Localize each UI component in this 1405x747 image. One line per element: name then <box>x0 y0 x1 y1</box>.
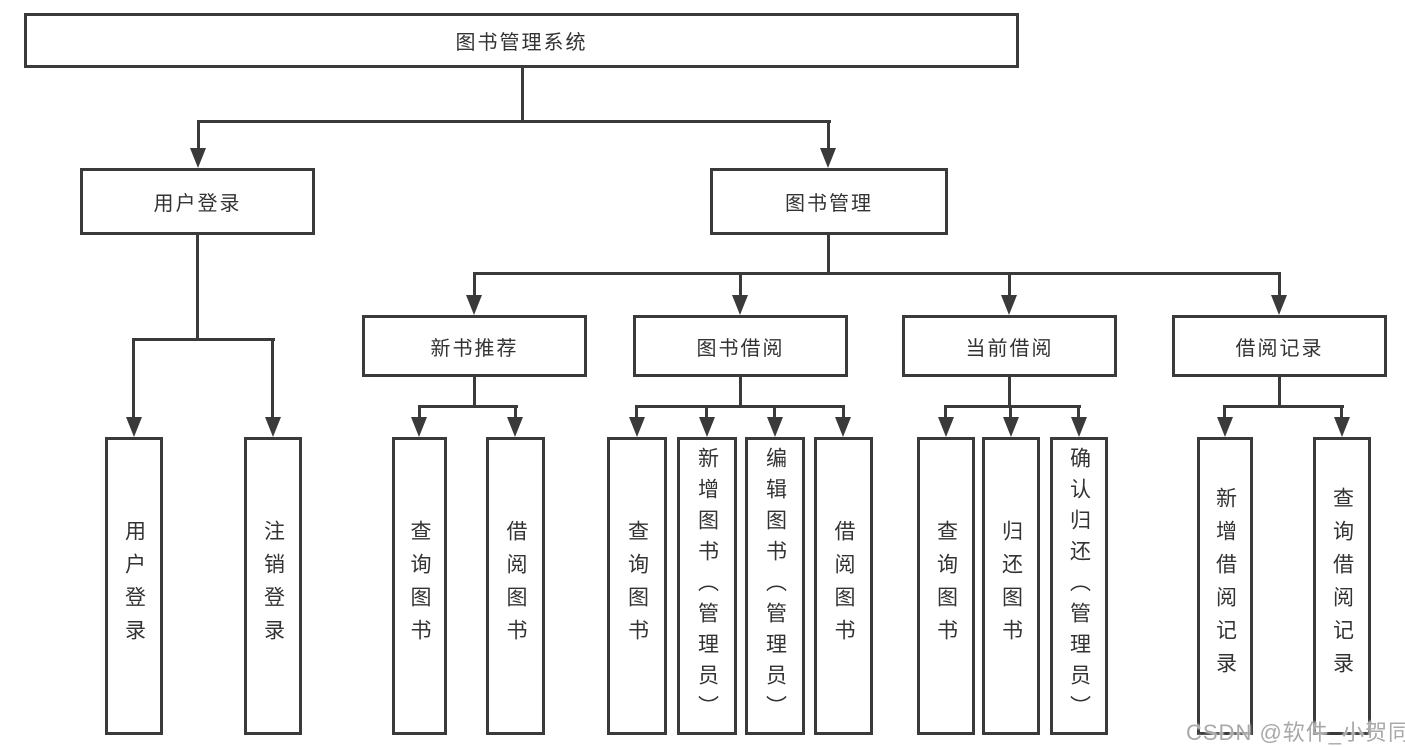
connector-bookmgmt-stub <box>827 235 830 274</box>
node-book-borrowing: 图书借阅 <box>633 315 848 377</box>
connector-userlogin-stub <box>196 235 199 338</box>
connector-sec0-stub <box>473 377 476 405</box>
connector-root-hline <box>197 120 831 123</box>
connector-sec2-hline <box>944 405 1081 408</box>
arrow-down-icon <box>507 417 523 437</box>
arrow-down-icon <box>190 148 206 168</box>
leaf-borrow-books-recommend: 借阅图书 <box>486 437 545 735</box>
connector-drop <box>197 120 200 148</box>
arrow-down-icon <box>1334 417 1350 437</box>
arrow-down-icon <box>767 417 783 437</box>
connector-drop <box>1008 272 1011 295</box>
connector-drop <box>1009 405 1012 417</box>
node-book-management: 图书管理 <box>710 168 948 235</box>
connector-drop <box>132 338 135 417</box>
arrow-down-icon <box>699 417 715 437</box>
leaf-label: 查询图书 <box>408 520 432 652</box>
node-current-borrowing: 当前借阅 <box>902 315 1117 377</box>
node-root: 图书管理系统 <box>24 13 1019 68</box>
arrow-down-icon <box>820 148 836 168</box>
connector-drop <box>271 338 274 417</box>
leaf-label: 借阅图书 <box>832 520 856 652</box>
connector-drop <box>1223 405 1226 417</box>
connector-drop <box>944 405 947 417</box>
arrow-down-icon <box>1001 295 1017 315</box>
connector-drop <box>705 405 708 417</box>
connector-drop <box>827 120 830 148</box>
connector-userlogin-hline <box>132 338 275 341</box>
arrow-down-icon <box>1217 417 1233 437</box>
leaf-label: 编辑图书（管理员） <box>763 446 787 726</box>
arrow-down-icon <box>1271 295 1287 315</box>
leaf-label: 注销登录 <box>261 520 285 652</box>
leaf-edit-book-admin: 编辑图书（管理员） <box>745 437 805 735</box>
connector-bookmgmt-hline <box>473 272 1281 275</box>
connector-sec1-stub <box>739 377 742 405</box>
connector-drop <box>1340 405 1343 417</box>
leaf-label: 确认归还（管理员） <box>1067 446 1091 726</box>
node-new-book-recommendation: 新书推荐 <box>362 315 587 377</box>
leaf-confirm-return-admin: 确认归还（管理员） <box>1050 437 1108 735</box>
leaf-query-books-recommend: 查询图书 <box>392 437 447 735</box>
connector-sec1-hline <box>635 405 845 408</box>
node-user-login: 用户登录 <box>80 168 315 235</box>
arrow-down-icon <box>1071 417 1087 437</box>
leaf-user-login: 用户登录 <box>105 437 163 735</box>
arrow-down-icon <box>938 417 954 437</box>
leaf-query-borrow-record: 查询借阅记录 <box>1313 437 1371 735</box>
leaf-add-borrow-record: 新增借阅记录 <box>1197 437 1253 735</box>
connector-sec3-stub <box>1278 377 1281 405</box>
connector-sec3-hline <box>1223 405 1344 408</box>
connector-drop <box>1278 272 1281 295</box>
connector-drop <box>473 272 476 295</box>
arrow-down-icon <box>265 417 281 437</box>
leaf-label: 查询图书 <box>625 520 649 652</box>
connector-drop <box>635 405 638 417</box>
csdn-watermark: CSDN @软件_小贺同学 <box>1186 720 1405 745</box>
leaf-label: 查询借阅记录 <box>1330 487 1354 685</box>
leaf-label: 新增借阅记录 <box>1213 487 1237 685</box>
leaf-logout: 注销登录 <box>244 437 302 735</box>
connector-sec2-stub <box>1008 377 1011 405</box>
connector-root-stub <box>521 68 524 120</box>
arrow-down-icon <box>466 295 482 315</box>
leaf-add-book-admin: 新增图书（管理员） <box>677 437 737 735</box>
leaf-borrow-books: 借阅图书 <box>814 437 873 735</box>
arrow-down-icon <box>126 417 142 437</box>
arrow-down-icon <box>411 417 427 437</box>
leaf-query-books-current: 查询图书 <box>917 437 975 735</box>
arrow-down-icon <box>732 295 748 315</box>
leaf-label: 新增图书（管理员） <box>695 446 719 726</box>
leaf-label: 归还图书 <box>999 520 1023 652</box>
arrow-down-icon <box>835 417 851 437</box>
leaf-return-books: 归还图书 <box>982 437 1040 735</box>
leaf-label: 用户登录 <box>122 520 146 652</box>
leaf-label: 借阅图书 <box>504 520 528 652</box>
connector-sec0-hline <box>418 405 518 408</box>
leaf-label: 查询图书 <box>934 520 958 652</box>
connector-drop <box>418 405 421 417</box>
connector-drop <box>739 272 742 295</box>
connector-drop <box>1077 405 1080 417</box>
arrow-down-icon <box>1003 417 1019 437</box>
arrow-down-icon <box>629 417 645 437</box>
connector-drop <box>773 405 776 417</box>
node-borrowing-records: 借阅记录 <box>1172 315 1387 377</box>
connector-drop <box>842 405 845 417</box>
leaf-query-books-borrow: 查询图书 <box>607 437 667 735</box>
connector-drop <box>514 405 517 417</box>
